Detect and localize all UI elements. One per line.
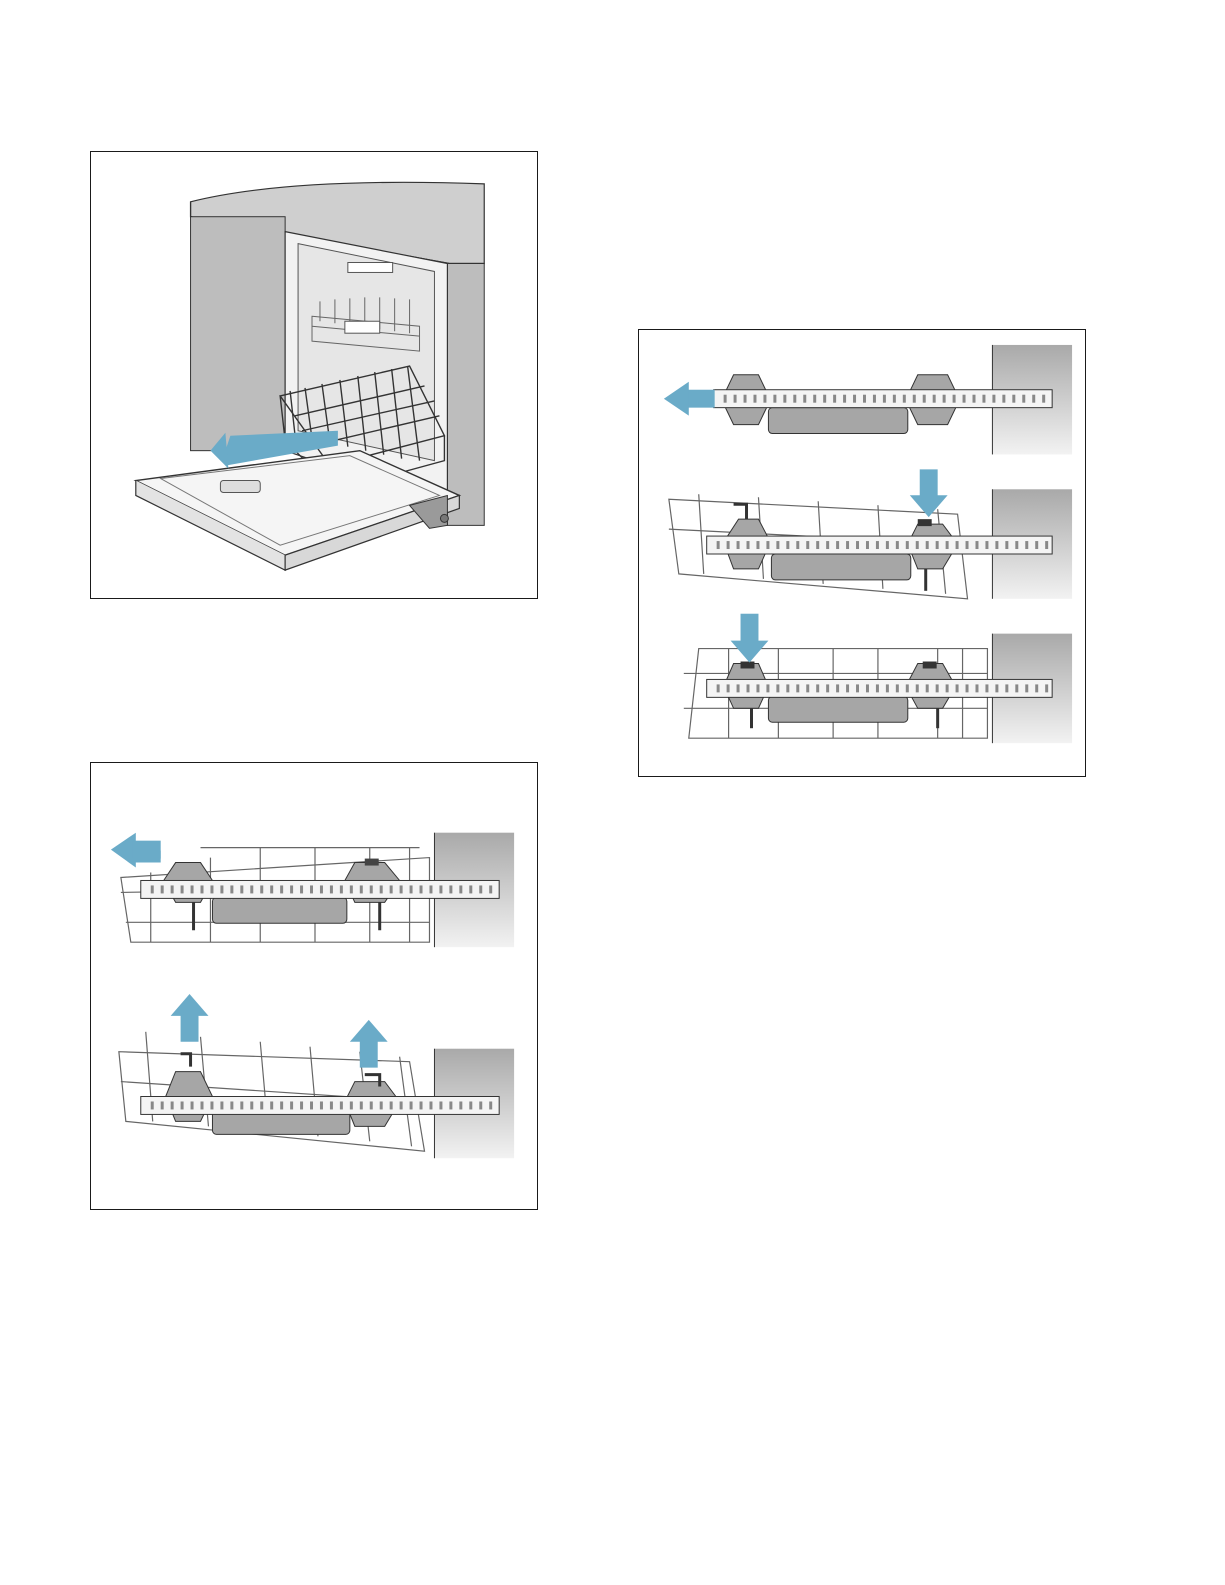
removal-step-1 [111,833,514,947]
removal-step-2 [119,994,514,1158]
install-step-3 [684,614,1072,743]
figure-dishwasher-pull-rack [90,151,538,599]
rack-install-steps-icon [639,330,1085,776]
install-step-1 [664,345,1072,455]
figure-rack-removal [90,762,538,1210]
arrow-left-icon [111,833,136,868]
arrow-up-icon [171,994,209,1042]
dishwasher-open-icon [91,152,537,598]
rack-removal-steps-icon [91,763,537,1209]
arrow-down-icon [910,469,948,517]
arrow-left-icon [664,382,715,416]
install-step-2 [669,469,1072,598]
arrow-down-icon [731,614,769,663]
figure-rack-install [638,329,1086,777]
